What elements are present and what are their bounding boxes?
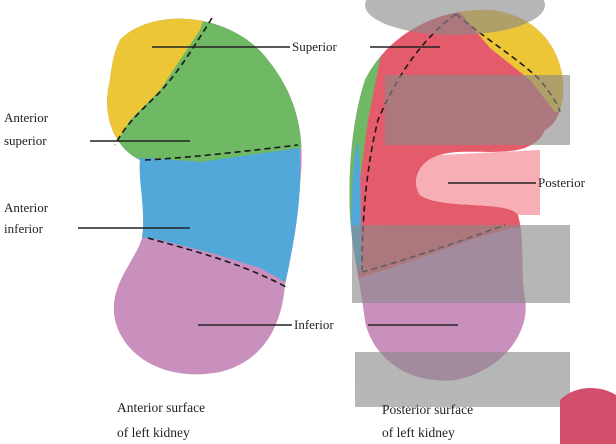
label-superior: Superior [292, 39, 337, 54]
overlay-middle [352, 225, 570, 303]
caption-posterior-line2: of left kidney [382, 425, 455, 440]
anterior-kidney [90, 0, 320, 400]
label-anterior-inferior-line1: Anterior [4, 200, 49, 215]
label-inferior: Inferior [294, 317, 334, 332]
label-anterior-superior-line1: Anterior [4, 110, 49, 125]
caption-anterior-line2: of left kidney [117, 425, 190, 440]
caption-anterior-line1: Anterior surface [117, 400, 205, 415]
label-anterior-superior-line2: superior [4, 133, 47, 148]
label-posterior: Posterior [538, 175, 586, 190]
adjacent-organ-fragment [560, 388, 616, 444]
label-anterior-inferior-line2: inferior [4, 221, 44, 236]
caption-posterior-line1: Posterior surface [382, 402, 473, 417]
overlay-lower [355, 352, 570, 407]
overlay-upper [385, 75, 570, 145]
